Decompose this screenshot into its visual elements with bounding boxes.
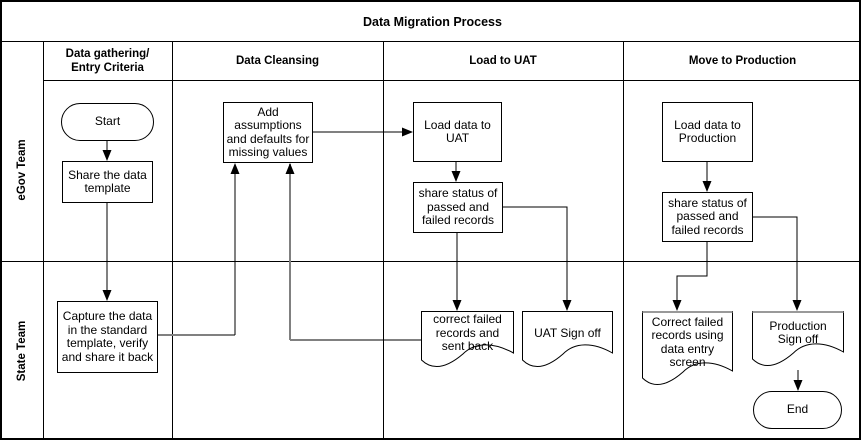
shape-label-capture-data: Capture the data in the standard templat… <box>61 309 154 364</box>
shape-label-end: End <box>786 402 809 417</box>
shape-label-correct-sent-back: correct failed records and sent back <box>433 312 502 354</box>
shape-label-start: Start <box>94 114 121 129</box>
shape-uat-signoff: UAT Sign off <box>522 311 613 370</box>
shape-capture-data: Capture the data in the standard templat… <box>57 301 158 373</box>
shape-label-correct-data-entry: Correct failed records using data entry … <box>651 314 724 369</box>
shape-share-template: Share the data template <box>62 161 153 203</box>
shape-label-load-prod: Load data to Production <box>674 117 741 145</box>
shape-label-prod-signoff: Production Sign off <box>769 318 827 346</box>
title-divider-line <box>2 41 859 42</box>
shape-label-share-status-prod: share status of passed and failed record… <box>668 195 747 237</box>
pool-title: Data Migration Process <box>363 14 502 29</box>
connector-status-to-dataentry <box>672 242 708 311</box>
column-line-3 <box>623 41 624 438</box>
lane-divider-line <box>2 261 859 262</box>
shape-load-prod: Load data to Production <box>662 102 753 162</box>
shape-load-uat: Load data to UAT <box>413 102 502 162</box>
phase-header-data-gathering: Data gathering/ Entry Criteria <box>65 47 150 74</box>
connector-status-to-uatsignoff <box>503 206 572 311</box>
connector-status-to-prodsignoff <box>753 216 802 311</box>
shape-end: End <box>753 391 842 429</box>
column-line-2 <box>383 41 384 438</box>
phase-header-data-cleansing: Data Cleansing <box>235 54 320 67</box>
phase-header-move-to-production: Move to Production <box>688 54 797 67</box>
column-line-1 <box>172 41 173 438</box>
shape-correct-data-entry: Correct failed records using data entry … <box>642 311 733 388</box>
shape-label-add-assumptions: Add assumptions and defaults for missing… <box>226 104 310 159</box>
shape-add-assumptions: Add assumptions and defaults for missing… <box>223 102 313 163</box>
shape-share-status-uat: share status of passed and failed record… <box>413 182 503 233</box>
shape-share-status-prod: share status of passed and failed record… <box>662 192 753 242</box>
shape-label-load-uat: Load data to UAT <box>424 117 491 145</box>
shape-label-uat-signoff: UAT Sign off <box>534 325 601 340</box>
shape-label-share-status-uat: share status of passed and failed record… <box>418 186 498 228</box>
phase-header-load-to-uat: Load to UAT <box>469 54 537 67</box>
header-divider-line <box>43 80 859 81</box>
shape-prod-signoff: Production Sign off <box>752 311 844 369</box>
shape-correct-sent-back: correct failed records and sent back <box>421 311 514 370</box>
shape-start: Start <box>61 103 154 141</box>
shape-label-share-template: Share the data template <box>68 167 147 195</box>
label-column-line <box>43 41 44 438</box>
